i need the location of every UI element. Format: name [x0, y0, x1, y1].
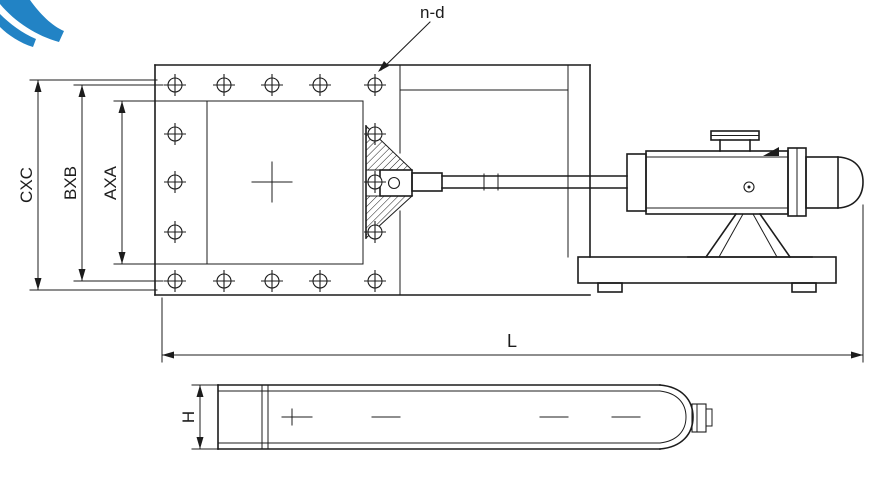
label-h: H — [179, 411, 198, 423]
valve-side-view — [217, 384, 713, 450]
piston-rod-clevis — [379, 169, 628, 197]
cylinder-support-bracket — [687, 212, 813, 259]
dimension-axa: AXA — [101, 100, 207, 265]
logo-swoosh-icon — [0, 0, 64, 47]
dimension-l: L — [161, 204, 864, 363]
flange-bolt-pattern — [163, 73, 387, 293]
weld-mark-icon — [763, 147, 779, 156]
dimension-annotations: n-d CXC BXB AXA — [17, 3, 864, 450]
cylinder-top-port — [710, 130, 760, 152]
label-axa: AXA — [101, 165, 120, 200]
valve-front-view — [154, 64, 864, 296]
dimension-cxc: CXC — [17, 79, 158, 291]
label-nd: n-d — [420, 3, 445, 22]
label-cxc: CXC — [17, 167, 36, 203]
base-plate — [577, 256, 837, 293]
trunnion-pin-icon — [743, 181, 755, 193]
valve-body-frame — [154, 64, 591, 296]
dimension-h: H — [179, 384, 263, 450]
label-l: L — [507, 331, 517, 351]
dimension-bxb: BXB — [61, 84, 164, 282]
bolt-count-callout: n-d — [378, 3, 445, 72]
gate-end-clamp — [691, 403, 713, 433]
center-line-marks — [281, 408, 641, 426]
hydraulic-cylinder — [626, 130, 864, 217]
flange-opening — [206, 100, 364, 265]
label-bxb: BXB — [61, 166, 80, 200]
